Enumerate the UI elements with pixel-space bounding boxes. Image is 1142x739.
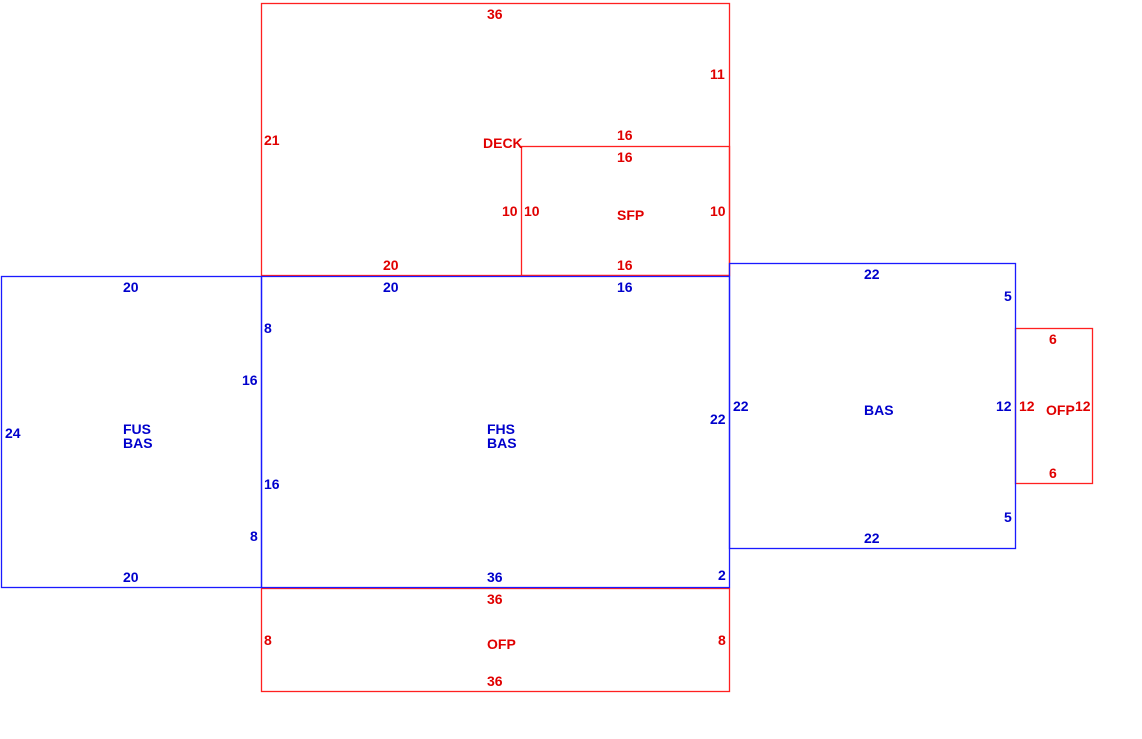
dim-fus-left: 24 [5,425,21,441]
dim-ofpb-top: 36 [487,591,503,607]
ofp-right-label: OFP [1046,402,1075,418]
dim-fus-top: 20 [123,279,139,295]
dim-ofpb-right: 8 [718,632,726,648]
dim-ofpr-left: 12 [1019,398,1035,414]
deck-outline [260,2,731,277]
dim-deck-right: 11 [710,66,725,82]
dim-fhs-top-left: 20 [383,279,399,295]
dim-fhs-bottom: 36 [487,569,503,585]
dim-bas-right-c: 5 [1004,509,1012,525]
dim-ofpb-bottom: 36 [487,673,503,689]
ofp-bottom-outline [260,587,731,693]
dim-fus-right: 16 [242,372,258,388]
dim-fhs-right: 22 [710,411,726,427]
fhs-label: FHS [487,421,515,437]
fus-label: FUS [123,421,151,437]
dim-fhs-right-b: 2 [718,567,726,583]
dim-sfp-left: 10 [524,203,540,219]
dim-bas-right-a: 5 [1004,288,1012,304]
ofp-bottom-label: OFP [487,636,516,652]
sfp-outline [520,145,731,277]
dim-sfp-right: 10 [710,203,726,219]
dim-bas-top: 22 [864,266,880,282]
dim-ofpr-bottom: 6 [1049,465,1057,481]
bas-right-label: BAS [864,402,894,418]
deck-label: DECK [483,135,523,151]
dim-deck-top: 36 [487,6,503,22]
sfp-label: SFP [617,207,644,223]
dim-fhs-left-c: 8 [250,528,258,544]
dim-fus-bottom: 20 [123,569,139,585]
dim-sfp-top-outer: 16 [617,127,633,143]
dim-fhs-top-right: 16 [617,279,633,295]
dim-ofpb-left: 8 [264,632,272,648]
fus-bas-label: BAS [123,435,153,451]
dim-sfp-top: 16 [617,149,633,165]
dim-deck-inner: 10 [502,203,518,219]
dim-bas-right-b: 12 [996,398,1012,414]
fhs-bas-label: BAS [487,435,517,451]
dim-bas-bottom: 22 [864,530,880,546]
dim-ofpr-top: 6 [1049,331,1057,347]
dim-deck-bottom: 20 [383,257,399,273]
dim-sfp-bottom: 16 [617,257,633,273]
fhs-bas-outline [260,275,731,589]
dim-fhs-left-b: 16 [264,476,280,492]
dim-ofpr-right: 12 [1075,398,1091,414]
dim-deck-left: 21 [264,132,280,148]
dim-bas-left: 22 [733,398,749,414]
dim-fhs-left-a: 8 [264,320,272,336]
